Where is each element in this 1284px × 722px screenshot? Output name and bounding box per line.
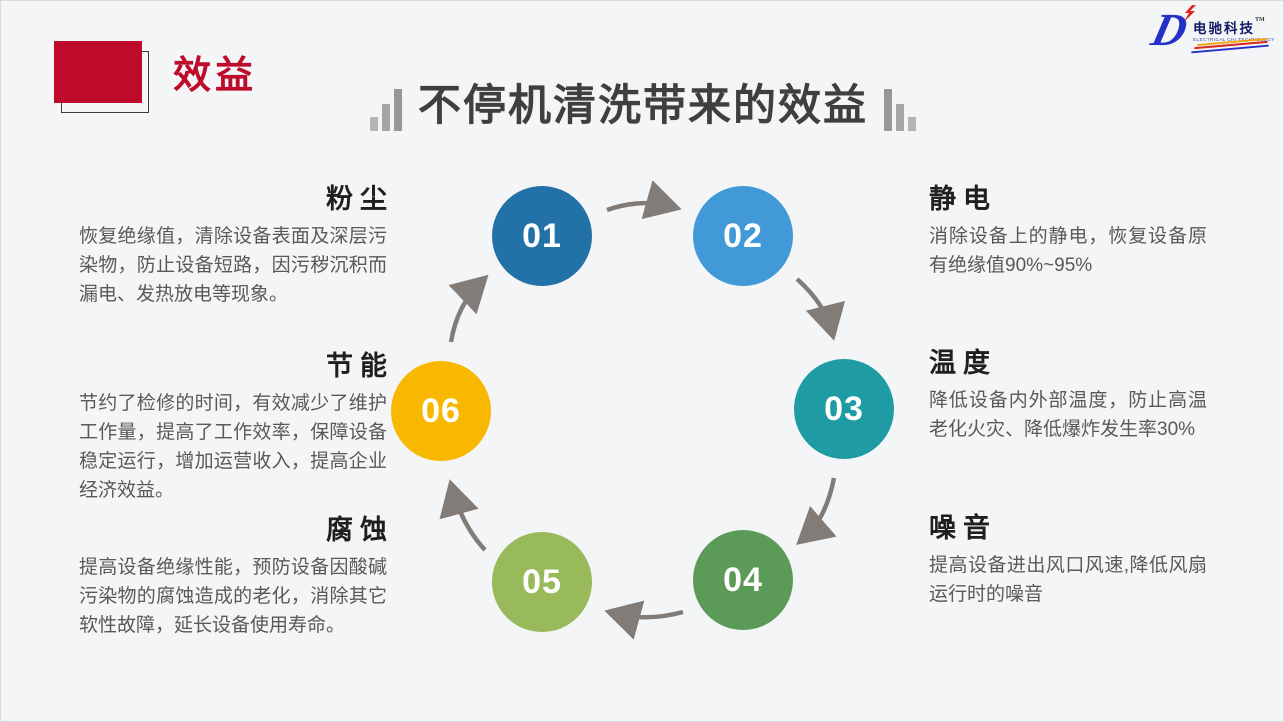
cycle-step-01: 01 (492, 186, 592, 286)
step-number: 03 (824, 389, 864, 428)
cycle-step-02: 02 (693, 186, 793, 286)
benefit-desc: 节约了检修的时间，有效减少了维护工作量，提高了工作效率，保障设备稳定运行，增加运… (79, 393, 387, 501)
cycle-step-05: 05 (492, 532, 592, 632)
company-logo: D 电驰科技TM ELECTRICAL CHI TECHNOLOGY (1147, 4, 1275, 57)
cycle-step-03: 03 (794, 359, 894, 459)
step-number: 06 (421, 391, 461, 430)
benefit-title: 粉尘 (326, 184, 394, 214)
arrow-01-to-02 (606, 180, 682, 220)
cycle-step-04: 04 (693, 530, 793, 630)
ascending-bars-icon (370, 89, 402, 135)
benefit-title: 腐蚀 (326, 515, 394, 545)
logo-underline-swooshes (1191, 37, 1269, 54)
benefit-block-dust: 粉尘 恢复绝缘值，清除设备表面及深层污染物，防止设备短路，因污秽沉积而漏电、发热… (79, 182, 387, 309)
arrow-06-to-01 (448, 274, 489, 343)
section-title: 效益 (173, 55, 258, 97)
benefit-block-corrosion: 腐蚀 提高设备绝缘性能，预防设备因酸碱污染物的腐蚀造成的老化，消除其它软性故障，… (79, 513, 387, 640)
slide-title: 不停机清洗带来的效益 (418, 82, 868, 131)
cycle-step-06: 06 (391, 361, 491, 461)
benefit-title: 噪音 (929, 513, 997, 543)
cycle-arrows (439, 180, 846, 640)
benefit-desc: 恢复绝缘值，清除设备表面及深层污染物，防止设备短路，因污秽沉积而漏电、发热放电等… (79, 226, 387, 305)
benefit-desc: 消除设备上的静电，恢复设备原有绝缘值90%~95% (929, 226, 1207, 276)
benefit-title: 温度 (929, 348, 997, 378)
step-number: 04 (723, 560, 763, 599)
benefit-desc: 提高设备进出风口风速,降低风扇运行时的噪音 (929, 555, 1207, 605)
lightning-bolt-icon (1184, 5, 1196, 22)
benefit-block-noise: 噪音 提高设备进出风口风速,降低风扇运行时的噪音 (929, 511, 1207, 609)
benefit-desc: 提高设备绝缘性能，预防设备因酸碱污染物的腐蚀造成的老化，消除其它软性故障，延长设… (79, 557, 387, 636)
benefit-title: 节能 (326, 351, 394, 381)
step-number: 02 (723, 216, 763, 255)
benefit-desc: 降低设备内外部温度，防止高温老化火灾、降低爆炸发生率30% (929, 390, 1207, 440)
arrow-04-to-05 (604, 600, 684, 640)
step-number: 05 (522, 562, 562, 601)
slide-title-row: 不停机清洗带来的效益 (1, 73, 1283, 135)
descending-bars-icon (884, 89, 916, 135)
benefit-block-static: 静电 消除设备上的静电，恢复设备原有绝缘值90%~95% (929, 182, 1207, 280)
arrow-02-to-03 (795, 277, 846, 341)
benefit-title: 静电 (929, 184, 997, 214)
benefit-block-temperature: 温度 降低设备内外部温度，防止高温老化火灾、降低爆炸发生率30% (929, 346, 1207, 444)
arrow-05-to-06 (439, 479, 487, 552)
trademark-symbol: TM (1255, 17, 1265, 23)
section-accent-square (54, 41, 142, 103)
step-number: 01 (522, 216, 562, 255)
benefit-block-energy-saving: 节能 节约了检修的时间，有效减少了维护工作量，提高了工作效率，保障设备稳定运行，… (79, 349, 387, 505)
logo-brand-name: 电驰科技TM (1193, 17, 1265, 36)
arrow-03-to-04 (796, 477, 837, 545)
